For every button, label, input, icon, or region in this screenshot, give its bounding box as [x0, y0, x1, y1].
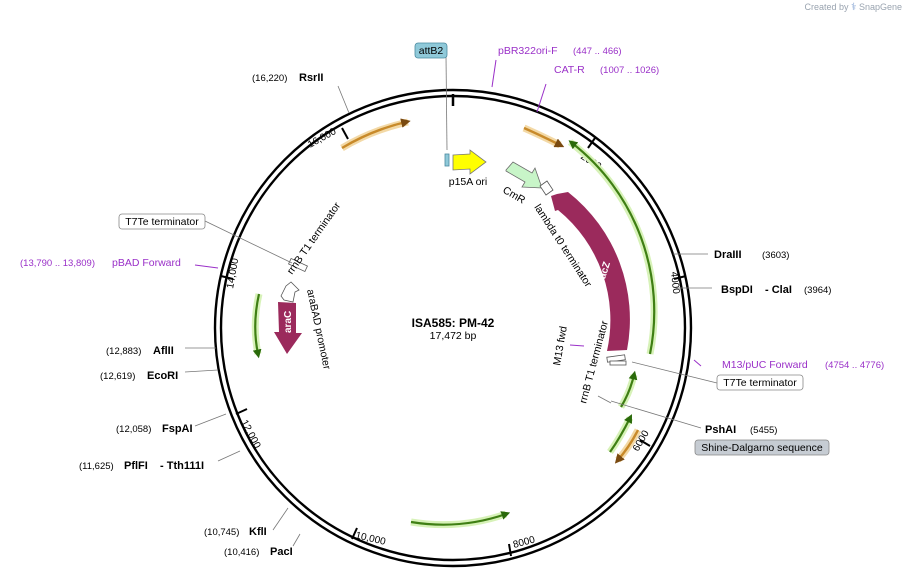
site-rsrii-pos: (16,220)	[252, 73, 287, 84]
t7te-left-label: T7Te terminator	[125, 216, 199, 228]
t7te-right-label: T7Te terminator	[723, 377, 797, 389]
feature-lambda-t0-arrow	[539, 180, 554, 196]
primer-cat-r-range: (1007 .. 1026)	[600, 65, 659, 76]
label-rrnb-right: rrnB T1 terminator	[577, 319, 611, 405]
shine-dalgarno-label: Shine-Dalgarno sequence	[701, 442, 823, 454]
tick-label-12000: 12,000	[238, 418, 262, 451]
site-paci-pos: (10,416)	[224, 547, 259, 558]
label-rrnb-left: rrnB T1 terminator	[285, 200, 344, 277]
feature-arrow-green-right-large-core	[568, 140, 656, 355]
site-fspai-name: FspAI	[162, 423, 193, 435]
feature-cmr-arrow	[505, 161, 543, 189]
site-pflfi-pos: (11,625)	[79, 461, 114, 472]
label-m13-fwd: M13 fwd	[551, 325, 570, 366]
attb2-box	[414, 42, 448, 59]
t7te-right-box	[716, 374, 804, 391]
site-ecori-pos: (12,619)	[100, 371, 135, 382]
shine-dalgarno-box	[694, 439, 830, 456]
tick-label-14000: 14,000	[225, 257, 241, 289]
leader-lines	[184, 55, 718, 547]
created-by-text: Created by	[804, 2, 849, 12]
tick-label-4000: 4000	[668, 271, 681, 295]
primer-pbr322ori-f-range: (447 .. 466)	[573, 46, 622, 57]
site-pshai-pos: (5455)	[750, 425, 777, 436]
site-pshai-name: PshAI	[705, 424, 736, 436]
feature-arabad-arrow	[280, 281, 300, 303]
site-bspdi-pos: (3964)	[804, 285, 831, 296]
feature-lacz-arrow	[551, 192, 630, 351]
site-aflii-pos: (12,883)	[106, 346, 141, 357]
snapgene-app-name: SnapGene	[858, 2, 902, 12]
feature-arrow-orange-lower-right-core	[614, 429, 640, 464]
label-p15a-ori: p15A ori	[449, 176, 488, 188]
feature-t7te-right-marker	[609, 360, 627, 366]
attb2-label: attB2	[419, 45, 444, 57]
feature-arac-arrow	[274, 302, 302, 354]
coordinate-ticks	[220, 127, 687, 557]
site-aflii-name: AflII	[153, 345, 174, 357]
label-cmr: CmR	[501, 184, 528, 207]
feature-arrow-orange-top-left	[340, 118, 409, 152]
feature-arrow-green-bottom-core	[410, 511, 511, 526]
t7te-left-box	[118, 213, 206, 230]
feature-arrow-green-left-core	[252, 293, 262, 359]
primer-cat-r-name: CAT-R	[554, 64, 585, 76]
primer-pbad-forward-name: pBAD Forward	[112, 257, 181, 269]
feature-attb2-marker	[444, 153, 450, 167]
primer-leader-lines	[194, 59, 702, 367]
site-fspai-pos: (12,058)	[116, 424, 151, 435]
site-draiii-name: DraIII	[714, 249, 742, 261]
feature-arrow-orange-top-left-core	[341, 118, 411, 150]
site-rsrii-name: RsrII	[299, 72, 323, 84]
site-tth111i-name: - Tth111I	[160, 460, 204, 472]
plasmid-size: 17,472 bp	[430, 330, 477, 342]
snapgene-logo-icon: ⚕	[851, 2, 857, 13]
site-clai-name: - ClaI	[765, 284, 792, 296]
feature-arrow-orange-top-right-core	[523, 126, 565, 148]
primer-m13-puc-forward-name: M13/pUC Forward	[722, 359, 808, 371]
site-ecori-name: EcoRI	[147, 370, 178, 382]
feature-rrnb-left-marker	[288, 257, 308, 273]
site-pflfi-name: PflFI	[124, 460, 148, 472]
plasmid-name: ISA585: PM-42	[412, 316, 495, 330]
site-bspdi-name: BspDI	[721, 284, 753, 296]
primer-m13-puc-forward-range: (4754 .. 4776)	[825, 360, 884, 371]
site-kfli-name: KflI	[249, 526, 267, 538]
primer-pbr322ori-f-name: pBR322ori-F	[498, 45, 558, 57]
backbone-outer	[213, 88, 693, 568]
label-arac: araC	[283, 311, 294, 333]
feature-p15a-ori-arrow	[452, 149, 487, 175]
feature-arrow-green-right-small2-core	[609, 414, 632, 453]
site-draiii-pos: (3603)	[762, 250, 789, 261]
snapgene-branding: Created by ⚕ SnapGene	[804, 2, 902, 13]
site-paci-name: PacI	[270, 546, 293, 558]
site-kfli-pos: (10,745)	[204, 527, 239, 538]
label-arabad-promoter: araBAD promoter	[304, 288, 333, 371]
primer-pbad-forward-range: (13,790 .. 13,809)	[20, 258, 95, 269]
